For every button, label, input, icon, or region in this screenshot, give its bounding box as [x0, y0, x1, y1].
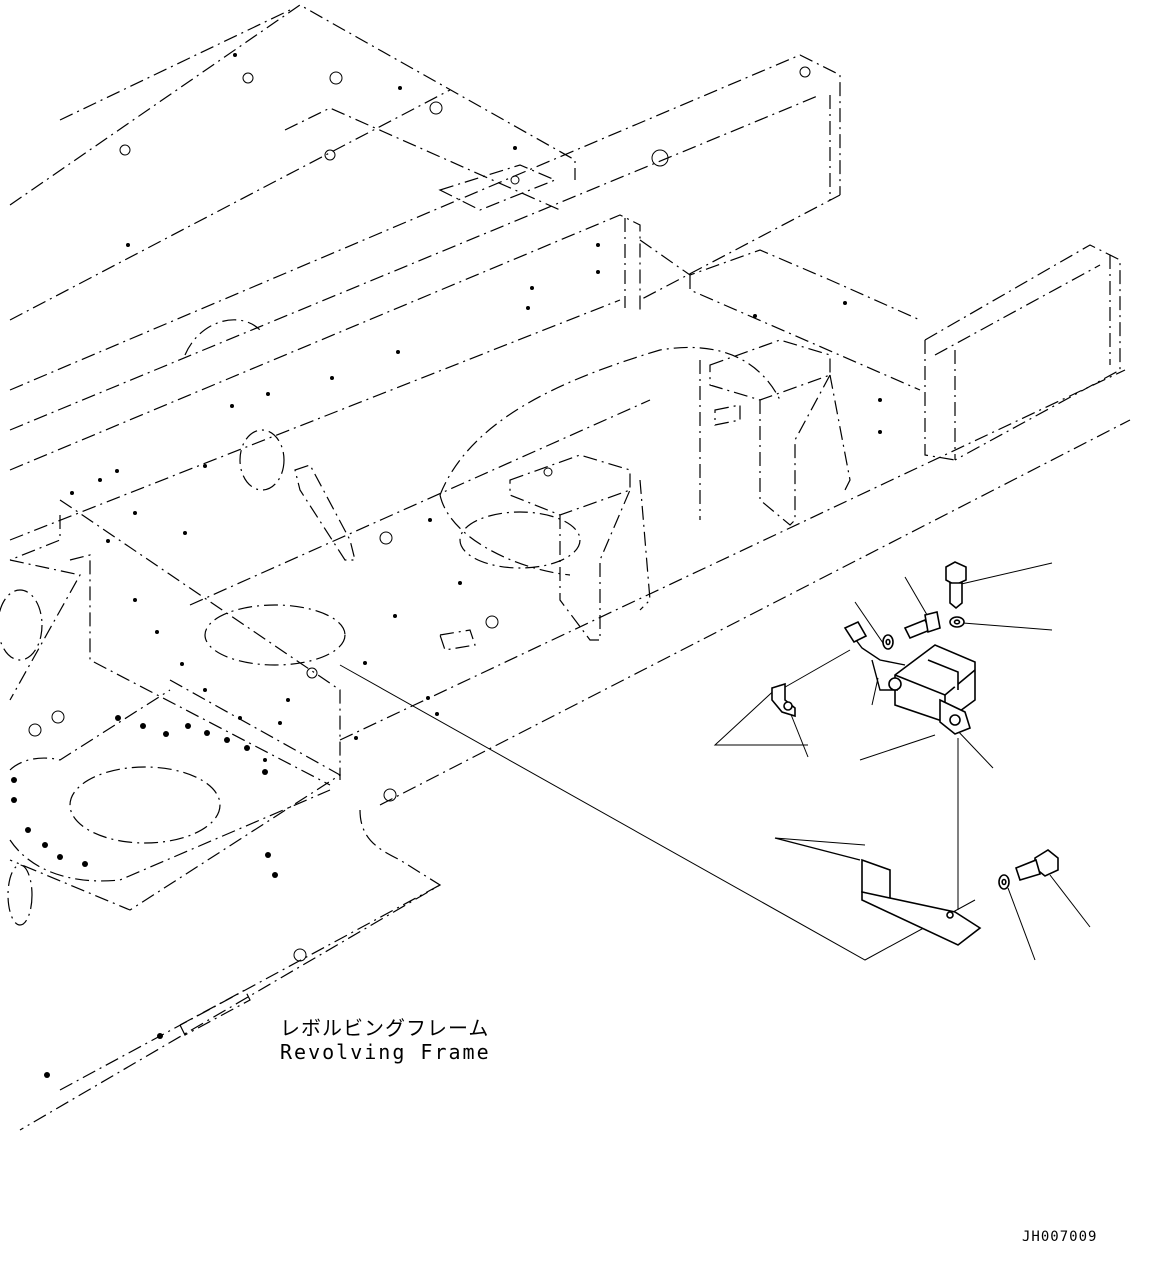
frame-label-english: Revolving Frame — [280, 1040, 491, 1064]
drawing-code: JH007009 — [1022, 1229, 1098, 1245]
frame-label-japanese: レボルビングフレーム — [280, 1016, 490, 1040]
frame-outline — [0, 4, 1131, 1131]
bolt-icon — [903, 561, 1059, 881]
assembly-lines — [339, 562, 1091, 961]
washer-icon — [882, 616, 1010, 890]
solenoid-valve-icon — [843, 620, 976, 735]
mounting-bracket-icon — [771, 682, 982, 946]
